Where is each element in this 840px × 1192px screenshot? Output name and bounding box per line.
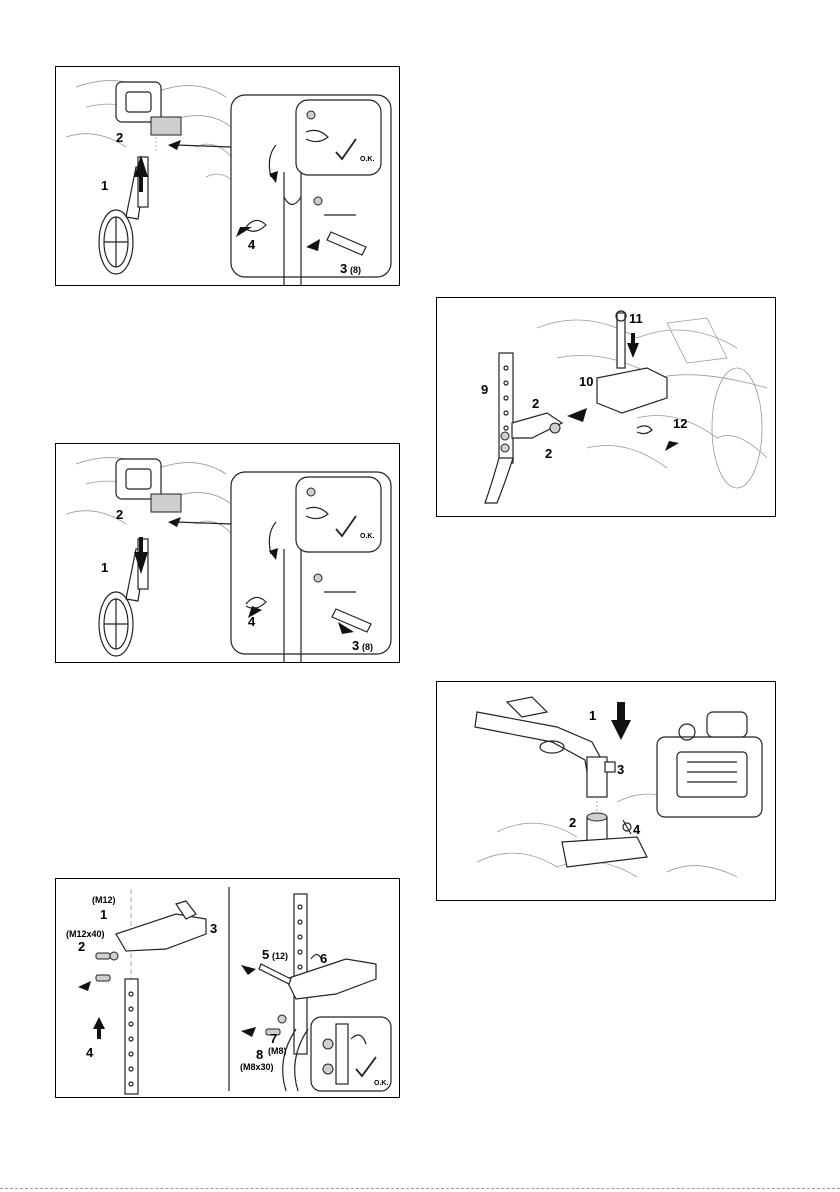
hex-nut-icon [110,952,118,960]
mount-base [562,837,647,867]
callout-3: 3 [340,261,347,276]
ok-label: O.K. [360,533,374,540]
figure-depth-bar-mount: 11 9 10 2 2 12 [436,297,776,517]
front-wheel-install-illustration: 2 1 3 (8) 4 O.K. [56,67,399,285]
callout-8: 8 [256,1047,263,1062]
label-m8: (M8) [268,1046,287,1056]
figure-front-wheel-install: 2 1 3 (8) 4 O.K. [55,66,400,286]
front-wheel [99,210,133,274]
ok-label: O.K. [360,156,374,163]
callout-2-upper: 2 [532,396,539,411]
label-m12: (M12) [92,895,116,905]
handlebar [475,712,600,772]
label-m8x30: (M8x30) [240,1062,274,1072]
engine [657,712,762,817]
depth-bar-assembly-illustration: (M12) 1 (M12x40) 2 3 4 5 (12) 6 7 (M8) 8… [56,879,399,1097]
callout-2: 2 [78,939,85,954]
label-m12x40: (M12x40) [66,929,105,939]
callout-1: 1 [100,907,107,922]
callout-2: 2 [116,507,123,522]
ok-label: O.K. [374,1080,388,1087]
callout-4: 4 [86,1045,94,1060]
callout-1: 1 [101,560,108,575]
callout-12: 12 [673,416,687,431]
callout-2: 2 [116,130,123,145]
hex-nut-icon [307,488,315,496]
down-arrow-icon [611,702,631,740]
callout-3: 3 [617,762,624,777]
handlebar-mount-illustration: 1 3 2 4 [437,682,775,900]
callout-1: 1 [589,708,596,723]
r-clip-pin-icon [637,426,652,434]
figure-handlebar-mount: 1 3 2 4 [436,681,776,901]
bolt [96,953,110,959]
handlebar-grip [507,697,547,717]
callout-10: 10 [579,374,593,389]
pin [259,964,291,984]
callout-3: 3 [210,921,217,936]
page-bottom-rule [0,1188,840,1189]
handlebar-tube [587,757,607,797]
callout-4: 4 [248,614,256,629]
callout-8: (8) [362,642,373,652]
callout-4: 4 [633,822,641,837]
tiller-hitch [597,368,667,413]
callout-4: 4 [248,237,256,252]
front-wheel [99,592,133,656]
callout-11: 11 [629,311,643,326]
front-wheel-remove-illustration: 2 1 3 (8) 4 O.K. [56,444,399,662]
bracket [116,914,206,951]
figure-front-wheel-remove: 2 1 3 (8) 4 O.K. [55,443,400,663]
callout-5: 5 [262,947,269,962]
callout-8: (8) [350,265,361,275]
callout-6: 6 [320,951,327,966]
front-bracket [151,117,181,135]
callout-3: 3 [352,638,359,653]
callout-2: 2 [569,815,576,830]
callout-9: 9 [481,382,488,397]
up-arrow-icon [93,1017,105,1039]
label-12: (12) [272,951,288,961]
callout-1: 1 [101,178,108,193]
figure-depth-bar-assembly: (M12) 1 (M12x40) 2 3 4 5 (12) 6 7 (M8) 8… [55,878,400,1098]
hex-nut-icon [307,111,315,119]
callout-2-lower: 2 [545,446,552,461]
callout-7: 7 [270,1031,277,1046]
depth-bar-mount-illustration: 11 9 10 2 2 12 [437,298,775,516]
